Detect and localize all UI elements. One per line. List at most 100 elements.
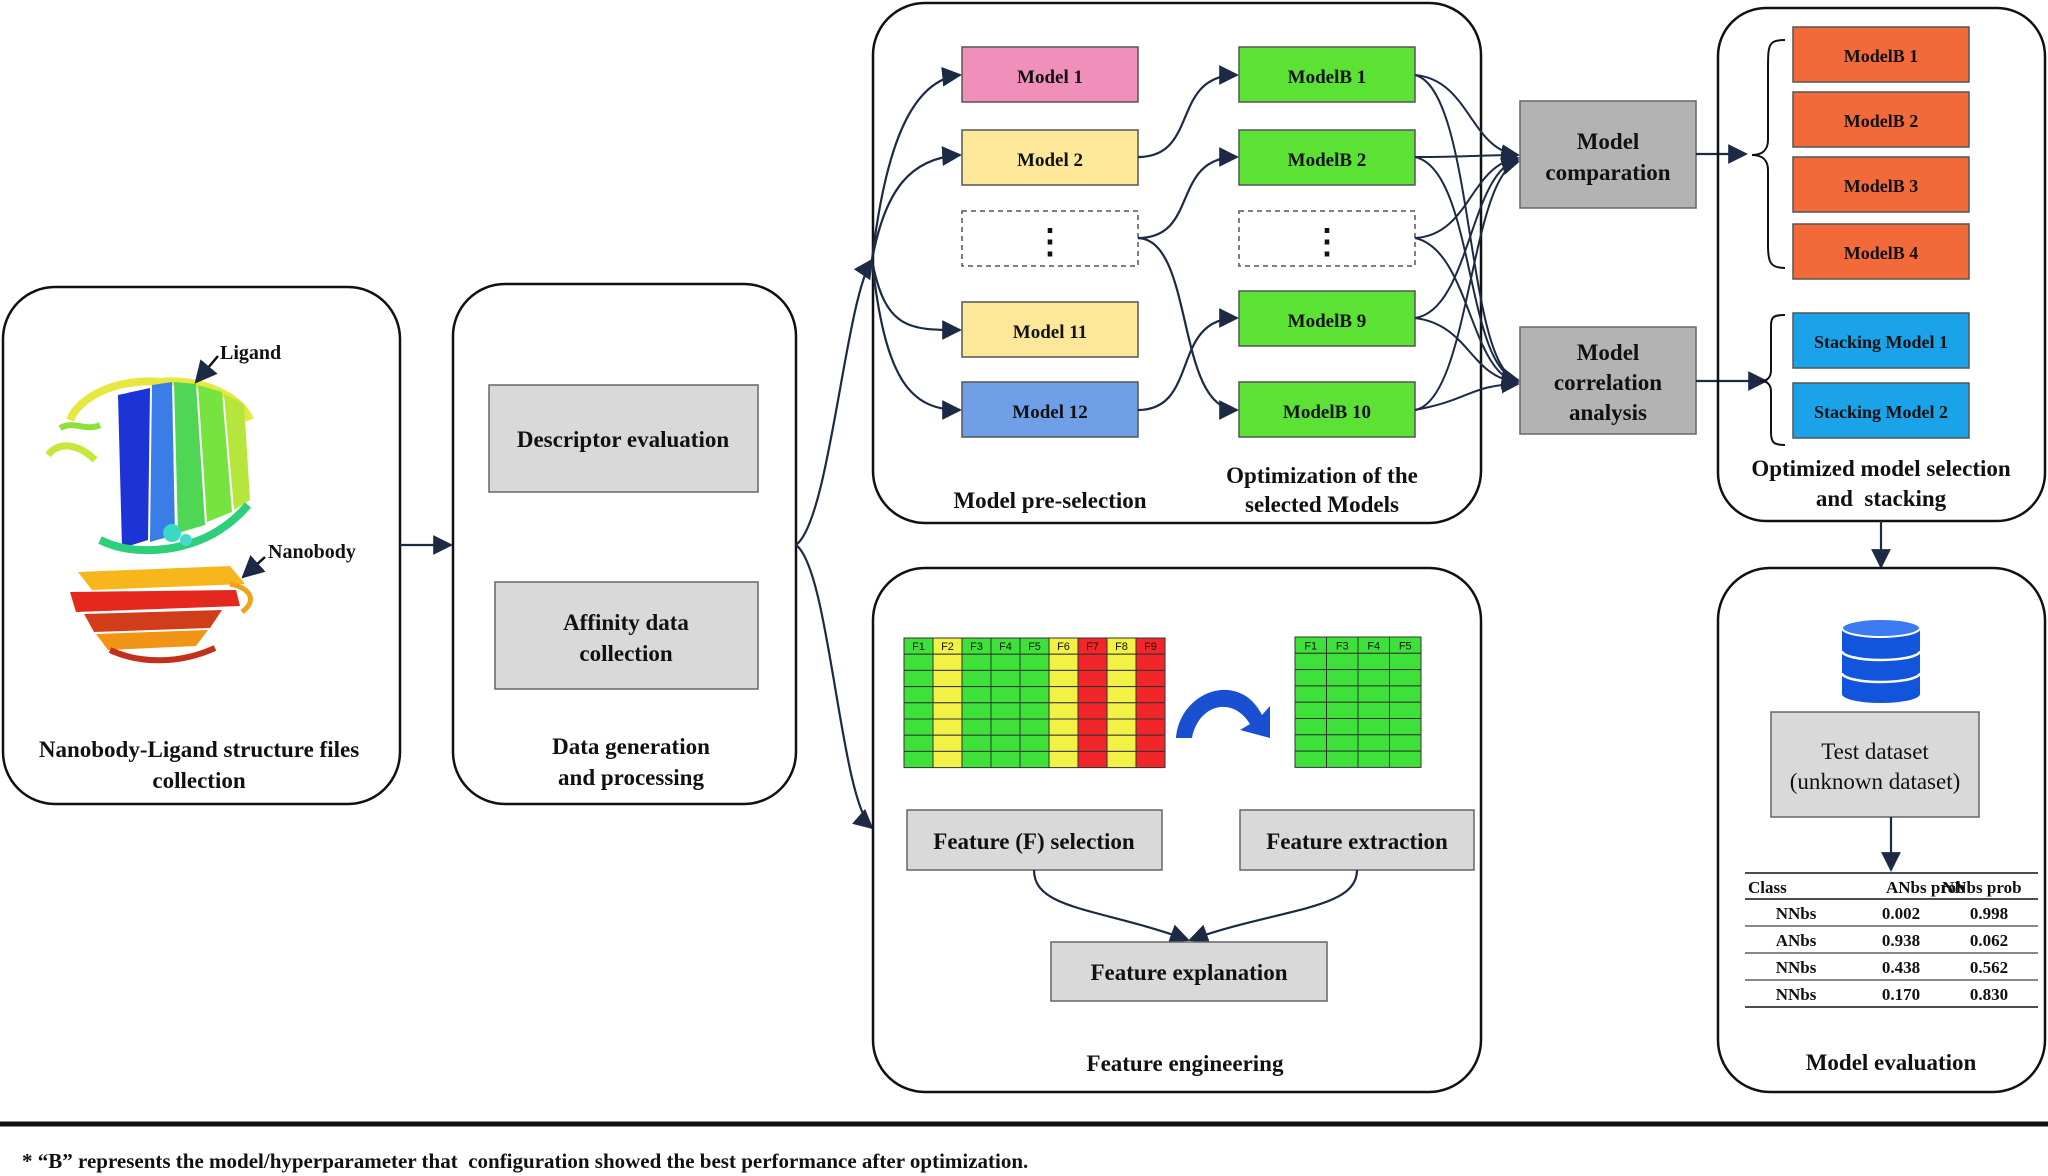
preselection-fanout-arrows xyxy=(870,66,962,420)
feature-extraction-box xyxy=(1239,809,1475,871)
stacking-model-1-box xyxy=(1792,312,1970,369)
feature-selection-cell xyxy=(1106,734,1137,752)
feature-selection-cell xyxy=(1106,686,1137,704)
database-icon xyxy=(1840,618,1922,703)
modelb-ellipsis-box xyxy=(1238,210,1416,267)
arrow-datagen-to-preselection xyxy=(795,258,874,546)
feature-selection-cell xyxy=(1048,653,1079,671)
arrow-selection-to-explanation xyxy=(1032,869,1190,944)
model-comparation-line2: comparation xyxy=(1545,160,1670,185)
modelb-10-label: ModelB 10 xyxy=(1283,402,1371,423)
table-row-class: NNbs xyxy=(1776,958,1817,977)
feature-selection-cell xyxy=(1135,750,1166,769)
feature-selection-cell xyxy=(1019,718,1050,736)
feature-caption: Feature engineering xyxy=(1087,1051,1284,1076)
affinity-data-label-line2: collection xyxy=(579,641,672,666)
feature-selection-cell xyxy=(961,702,992,720)
feature-selection-cell xyxy=(990,702,1021,720)
feature-selection-cell xyxy=(1106,750,1137,769)
feature-extraction-cell xyxy=(1389,701,1422,720)
model-evaluation-panel xyxy=(1716,566,2047,1094)
feature-extraction-header-label: F1 xyxy=(1304,640,1317,652)
feature-selection-cell xyxy=(1019,702,1050,720)
feature-selection-cell xyxy=(1135,686,1166,704)
feature-extraction-header-label: F3 xyxy=(1336,640,1349,652)
feature-selection-header-label: F9 xyxy=(1144,641,1157,653)
feature-extraction-cell xyxy=(1357,652,1390,671)
table-row-class: NNbs xyxy=(1776,904,1817,923)
feature-selection-header-label: F4 xyxy=(999,641,1012,653)
comparison-arrows xyxy=(1414,74,1520,411)
test-dataset-line1: Test dataset xyxy=(1821,739,1929,764)
feature-extraction-cell xyxy=(1294,718,1327,736)
affinity-data-label-line1: Affinity data xyxy=(563,610,689,635)
modelb-2-label: ModelB 2 xyxy=(1288,150,1367,171)
feature-selection-cell xyxy=(1135,734,1166,752)
feature-selection-cell xyxy=(903,653,934,671)
table-row-anbs: 0.002 xyxy=(1882,904,1920,923)
feature-extraction-cell xyxy=(1389,685,1422,703)
optimized-caption-line2: and stacking xyxy=(1816,486,1947,511)
model-ellipsis: ⋮ xyxy=(1033,224,1067,261)
feature-selection-header-label: F2 xyxy=(941,641,954,653)
feature-extraction-cell xyxy=(1357,734,1390,752)
optimized-modelb-4-label: ModelB 4 xyxy=(1844,243,1919,263)
model-correlation-line3: analysis xyxy=(1569,400,1647,425)
feature-selection-cell xyxy=(1077,686,1108,704)
datagen-caption-line2: and processing xyxy=(558,765,704,790)
table-row-nnbs: 0.562 xyxy=(1970,958,2008,977)
feature-selection-cell xyxy=(1048,734,1079,752)
feature-extraction-cell xyxy=(1326,734,1359,752)
feature-selection-cell xyxy=(1106,653,1137,671)
feature-selection-cell xyxy=(903,734,934,752)
feature-extraction-cell xyxy=(1357,750,1390,768)
optimized-modelb-4-box xyxy=(1792,223,1970,280)
table-row-anbs: 0.170 xyxy=(1882,985,1920,1004)
feature-extraction-cell xyxy=(1326,652,1359,671)
table-header-nnbs: NNbs prob xyxy=(1942,878,2022,897)
feature-extraction-cell xyxy=(1326,685,1359,703)
feature-selection-cell xyxy=(1106,718,1137,736)
feature-extraction-cell xyxy=(1357,669,1390,687)
table-row-nnbs: 0.062 xyxy=(1970,931,2008,950)
optimization-caption-line2: selected Models xyxy=(1245,492,1399,517)
optimized-modelb-1-box xyxy=(1792,26,1970,83)
feature-selection-cell xyxy=(932,653,963,671)
feature-explanation-label: Feature explanation xyxy=(1091,960,1288,985)
feature-explanation-box xyxy=(1050,941,1328,1002)
table-row-nnbs: 0.998 xyxy=(1970,904,2008,923)
feature-selection-cell xyxy=(961,669,992,688)
model-correlation-box xyxy=(1519,326,1697,435)
feature-selection-cell xyxy=(932,686,963,704)
optimized-modelb-2-label: ModelB 2 xyxy=(1844,111,1919,131)
table-row-class: ANbs xyxy=(1776,931,1817,950)
model-12-label: Model 12 xyxy=(1012,402,1087,423)
feature-selection-cell xyxy=(990,718,1021,736)
feature-selection-cell xyxy=(1048,669,1079,688)
model-ellipsis-box xyxy=(961,210,1139,267)
modelb-1-label: ModelB 1 xyxy=(1288,67,1367,88)
feature-selection-cell xyxy=(961,653,992,671)
feature-extraction-cell xyxy=(1326,669,1359,687)
structure-caption-line2: collection xyxy=(152,768,245,793)
model-1-box xyxy=(961,46,1139,103)
feature-selection-cell xyxy=(1048,750,1079,769)
feature-selection-cell xyxy=(1077,734,1108,752)
feature-extraction-cell xyxy=(1294,685,1327,703)
optimized-modelb-2-box xyxy=(1792,91,1970,148)
descriptor-evaluation-label: Descriptor evaluation xyxy=(517,427,730,452)
feature-selection-cell xyxy=(932,750,963,769)
model-correlation-line1: Model xyxy=(1577,340,1640,365)
table-row-nnbs: 0.830 xyxy=(1970,985,2008,1004)
feature-selection-cell xyxy=(1077,718,1108,736)
optimization-arrows xyxy=(1137,65,1239,420)
model-1-label: Model 1 xyxy=(1017,67,1083,88)
modelb-ellipsis: ⋮ xyxy=(1310,224,1344,261)
feature-selection-cell xyxy=(932,702,963,720)
feature-selection-header-label: F6 xyxy=(1057,641,1070,653)
optimized-modelb-1-label: ModelB 1 xyxy=(1844,46,1919,66)
stacking-model-2-label: Stacking Model 2 xyxy=(1814,402,1948,422)
